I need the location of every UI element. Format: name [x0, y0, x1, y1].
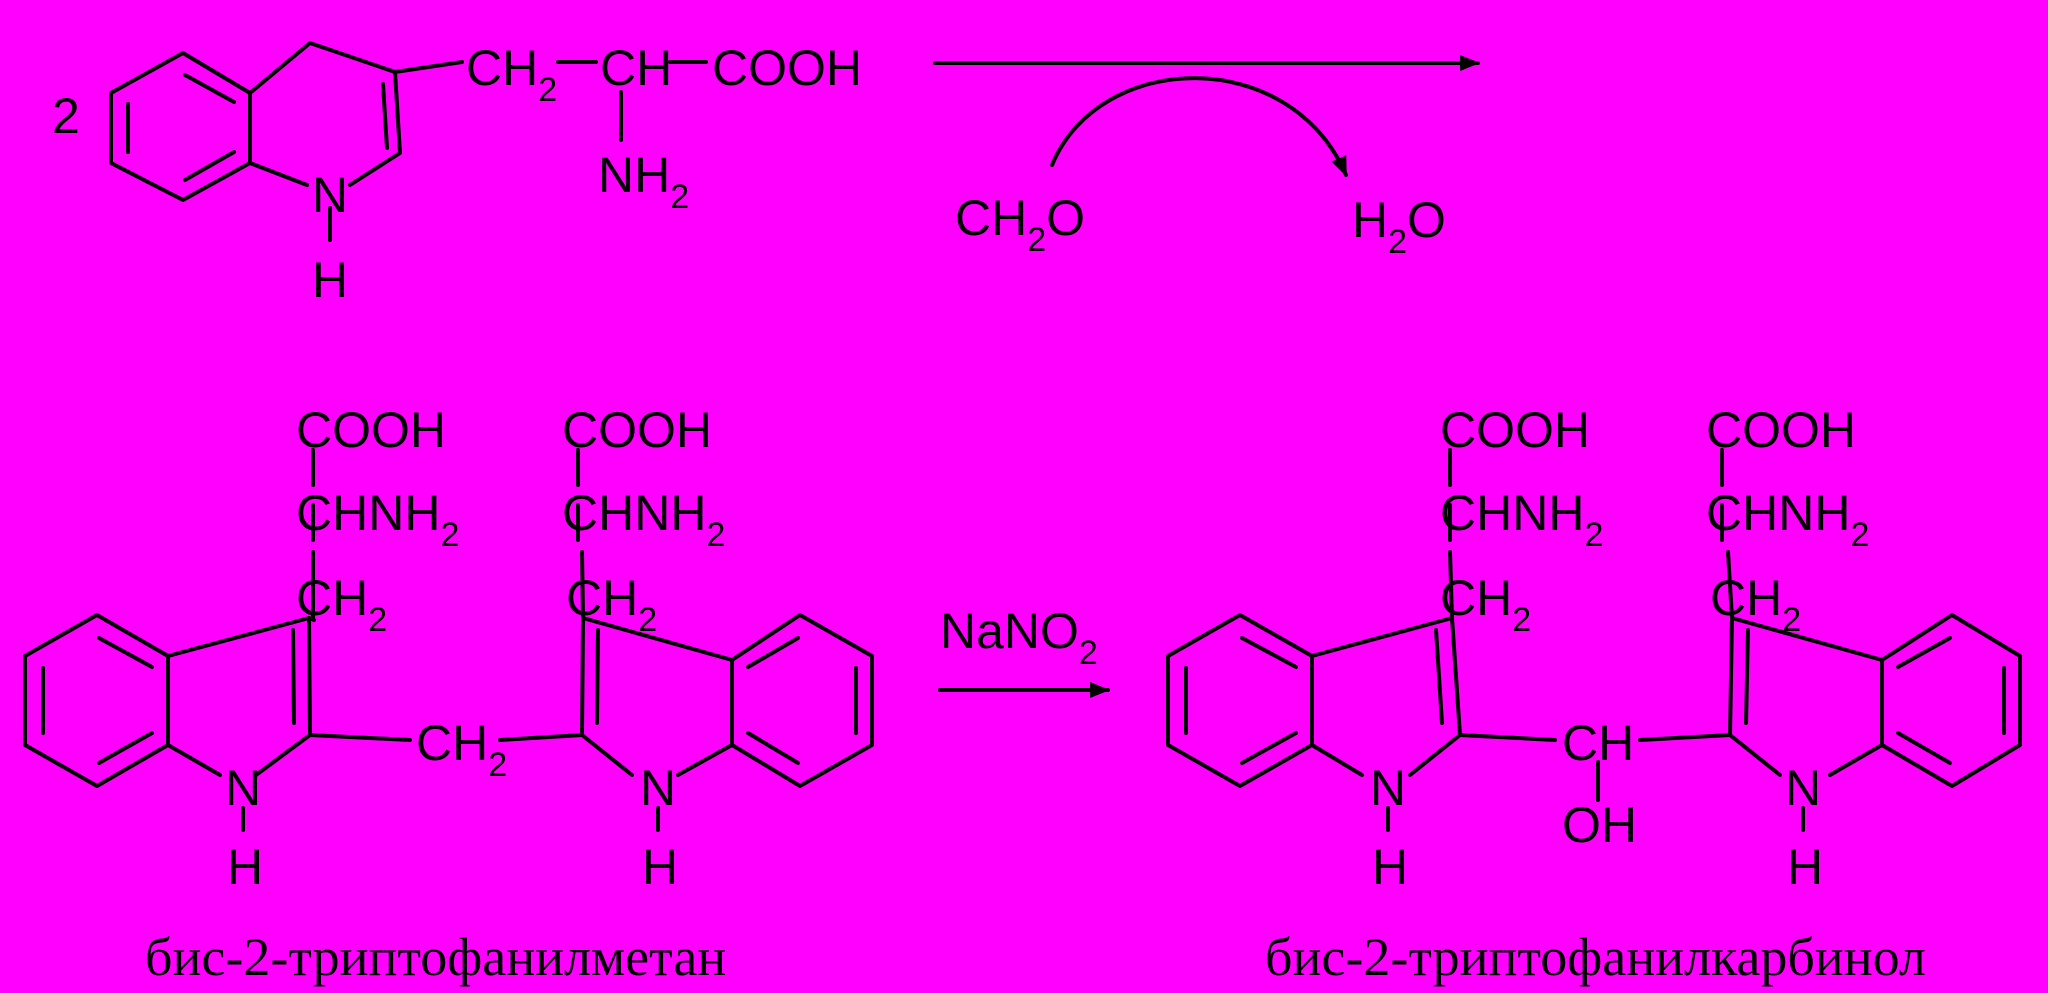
cooh-right: COOH	[562, 402, 712, 458]
ch2-right: CH2	[566, 570, 657, 639]
chnh2-right: CHNH2	[562, 485, 725, 554]
sodium-nitrite-label: NaNO2	[940, 603, 1098, 672]
ring-hydrogen: H	[312, 252, 348, 308]
ch2-left: CH2	[1440, 570, 1531, 639]
ch-group: CH	[600, 40, 672, 96]
nh-right-n: N	[640, 760, 676, 816]
nh-left-n: N	[225, 760, 261, 816]
nh-right-h: H	[1787, 839, 1823, 895]
carboxyl-group: COOH	[712, 40, 862, 96]
water-label: H2O	[1352, 192, 1446, 261]
top-labels: 2 N H CH2 CH COOH NH2 CH2O H2O	[52, 40, 1446, 308]
carbinol-ch: CH	[1562, 715, 1634, 771]
chnh2-left: CHNH2	[1440, 485, 1603, 554]
right-product-name: бис-2-триптофанилкарбинол	[1265, 927, 1926, 987]
chnh2-left: CHNH2	[296, 485, 459, 554]
cooh-left: COOH	[1440, 402, 1590, 458]
ring-nitrogen: N	[312, 167, 348, 223]
methylene-bridge: CH2	[416, 715, 507, 784]
ch2-right: CH2	[1710, 570, 1801, 639]
nh-right-n: N	[1785, 760, 1821, 816]
nh-left-h: H	[1372, 839, 1408, 895]
right-product-structure	[1166, 448, 2022, 832]
nh-right-h: H	[642, 839, 678, 895]
chnh2-right: CHNH2	[1706, 485, 1869, 554]
right-product-labels: COOH CHNH2 CH2 COOH CHNH2 CH2 CH OH N H …	[1265, 402, 1926, 987]
formaldehyde-label: CH2O	[955, 190, 1085, 259]
ch2-group: CH2	[466, 40, 557, 109]
left-product-structure	[23, 448, 874, 832]
cooh-right: COOH	[1706, 402, 1856, 458]
nh-left-h: H	[227, 839, 263, 895]
nh-left-n: N	[1370, 760, 1406, 816]
left-product-labels: COOH CHNH2 CH2 COOH CHNH2 CH2 CH2 N H N …	[145, 402, 726, 987]
cooh-left: COOH	[296, 402, 446, 458]
left-product-name: бис-2-триптофанилметан	[145, 927, 726, 987]
carbinol-oh: OH	[1562, 797, 1637, 853]
benzene-ring	[109, 51, 252, 202]
reagent-label-2: NaNO2	[940, 603, 1098, 672]
amino-group: NH2	[598, 147, 689, 216]
pyrrole-ring	[248, 41, 402, 187]
ch2-left: CH2	[296, 570, 387, 639]
tryptophan-structure	[109, 41, 708, 242]
stoichiometric-coefficient: 2	[52, 88, 80, 144]
curved-reagent-arrow	[1050, 76, 1348, 177]
